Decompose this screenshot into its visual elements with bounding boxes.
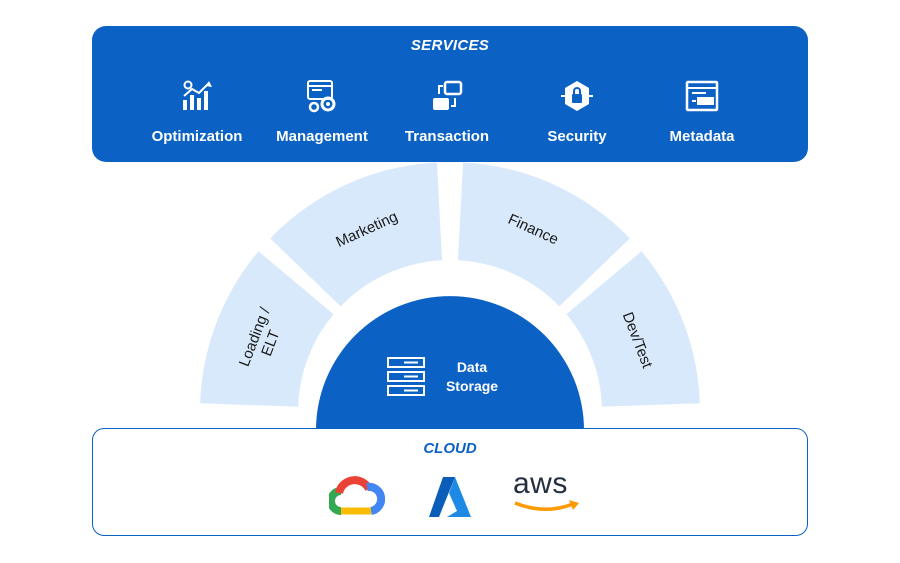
server-stack-icon xyxy=(387,357,425,396)
management-gear-icon xyxy=(307,80,336,113)
service-management[interactable]: Management xyxy=(257,78,387,145)
aws-logo-text: aws xyxy=(513,467,568,500)
core-label-line2: Storage xyxy=(446,378,498,394)
cloud-title: CLOUD xyxy=(423,440,477,457)
transaction-exchange-icon xyxy=(433,80,463,110)
fan-segment[interactable] xyxy=(200,251,334,407)
service-security[interactable]: Security xyxy=(512,78,642,145)
aws-logo[interactable]: aws xyxy=(513,469,585,520)
service-label: Security xyxy=(547,128,607,145)
fan-segment[interactable] xyxy=(270,162,443,307)
cloud-panel: CLOUD aws xyxy=(92,428,808,536)
services-panel: SERVICES Optimization Management xyxy=(92,26,808,162)
data-storage-core xyxy=(316,296,584,430)
service-label: Transaction xyxy=(404,128,490,145)
google-cloud-logo[interactable] xyxy=(329,473,385,519)
core-label-line1: Data xyxy=(457,359,488,375)
aws-smile-arrow-icon xyxy=(514,500,579,511)
service-optimization[interactable]: Optimization xyxy=(132,78,262,145)
fan-segment[interactable] xyxy=(566,251,700,407)
optimization-chart-icon xyxy=(183,80,212,110)
azure-logo[interactable] xyxy=(427,475,473,519)
services-title: SERVICES xyxy=(410,37,490,54)
fan-segment[interactable] xyxy=(457,162,630,307)
service-label: Optimization xyxy=(151,128,243,145)
metadata-code-icon xyxy=(685,80,719,112)
service-transaction[interactable]: Transaction xyxy=(382,78,512,145)
security-lock-icon xyxy=(561,81,593,111)
service-label: Management xyxy=(276,128,368,145)
service-metadata[interactable]: Metadata xyxy=(637,78,767,145)
service-label: Metadata xyxy=(669,128,735,145)
